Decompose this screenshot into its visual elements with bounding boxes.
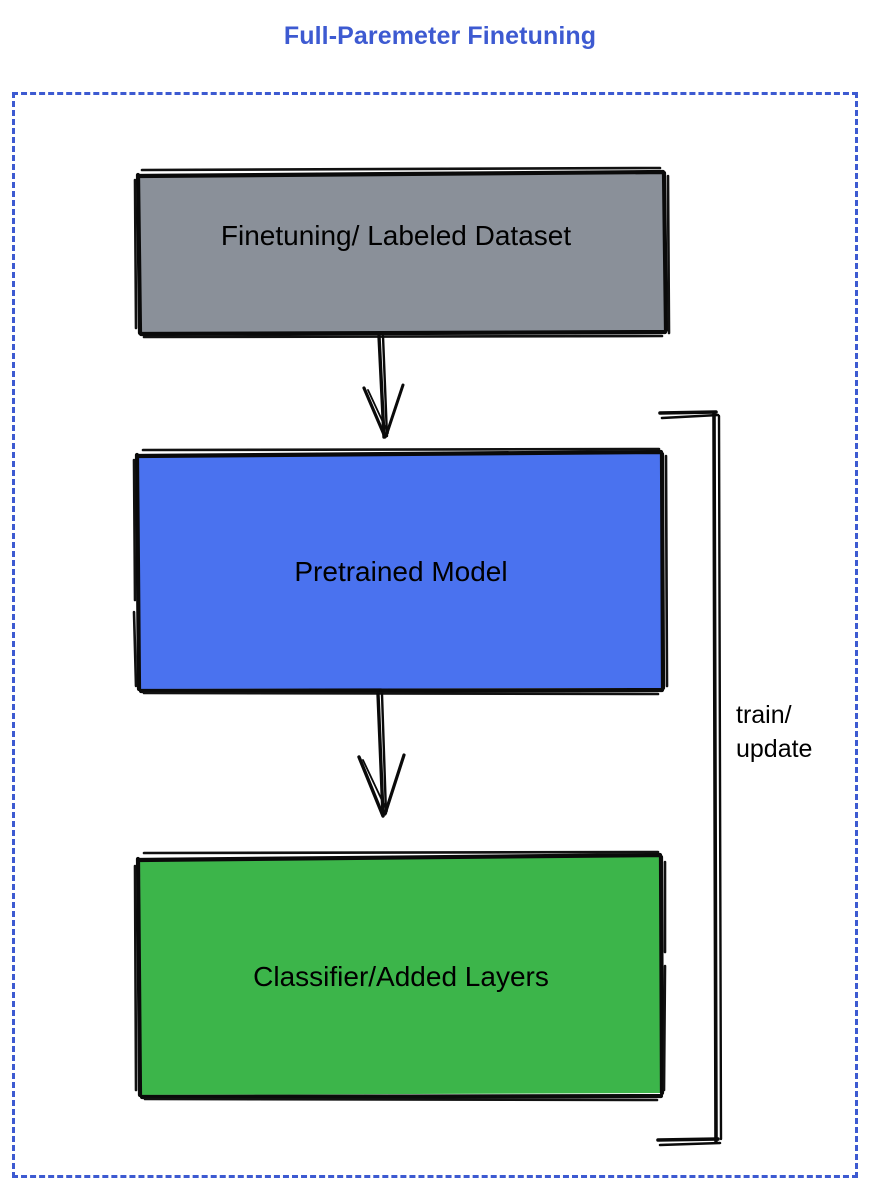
feedback-loop-label-line2: update — [736, 735, 813, 763]
page-title: Full-Paremeter Finetuning — [283, 22, 597, 50]
feedback-loop-label: train/ update — [736, 698, 812, 766]
box-label-pretrained: Pretrained Model — [294, 556, 508, 587]
dashed-container-border — [12, 92, 858, 1178]
box-label-dataset: Finetuning/ Labeled Dataset — [220, 220, 572, 251]
feedback-loop-label-line1: train/ — [736, 701, 792, 729]
box-label-classifier: Classifier/Added Layers — [253, 961, 549, 992]
